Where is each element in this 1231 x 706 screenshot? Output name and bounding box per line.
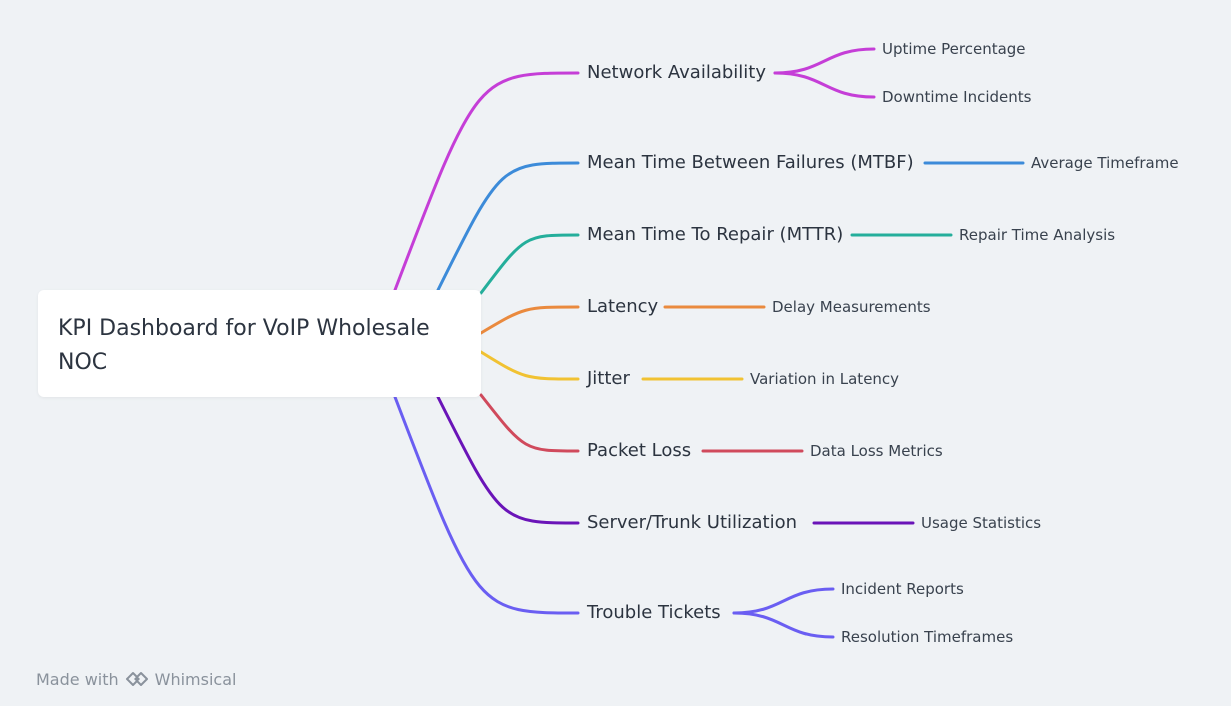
leaf-node[interactable]: Incident Reports [841, 580, 964, 598]
branch-node[interactable]: Server/Trunk Utilization [587, 512, 797, 533]
leaf-node[interactable]: Downtime Incidents [882, 88, 1032, 106]
leaf-node[interactable]: Repair Time Analysis [959, 226, 1116, 244]
branch-connector [479, 305, 580, 335]
branch-connector [479, 350, 580, 381]
branch-connector [393, 395, 580, 615]
leaf-connector [732, 611, 835, 639]
branch-connector [479, 233, 580, 295]
branch-connector [436, 395, 580, 525]
branch-node[interactable]: Packet Loss [587, 440, 692, 461]
branch-connector [479, 393, 580, 453]
leaf-node[interactable]: Average Timeframe [1031, 154, 1179, 172]
made-with-whimsical[interactable]: Made with Whimsical [36, 668, 236, 690]
leaf-node[interactable]: Usage Statistics [921, 514, 1042, 532]
leaf-node[interactable]: Delay Measurements [772, 298, 931, 316]
branch-connector [436, 161, 580, 292]
leaf-connector [773, 71, 876, 99]
whimsical-logo-icon [125, 670, 149, 688]
leaf-node[interactable]: Data Loss Metrics [810, 442, 943, 460]
whimsical-brand-text: Whimsical [154, 669, 237, 689]
branch-node[interactable]: Jitter [587, 368, 630, 389]
leaf-node[interactable]: Variation in Latency [750, 370, 900, 388]
branch-node[interactable]: Mean Time To Repair (MTTR) [587, 224, 844, 245]
leaf-connector [732, 587, 835, 615]
branch-node[interactable]: Mean Time Between Failures (MTBF) [587, 152, 914, 173]
leaf-connector [773, 47, 876, 75]
branch-node[interactable]: Network Availability [587, 62, 766, 83]
leaf-node[interactable]: Resolution Timeframes [841, 628, 1014, 646]
made-with-text: Made with [36, 669, 119, 689]
root-title: KPI Dashboard for VoIP Wholesale NOC [58, 316, 430, 375]
branch-connector [393, 71, 580, 292]
root-node[interactable]: KPI Dashboard for VoIP Wholesale NOC [38, 290, 481, 397]
branch-node[interactable]: Latency [587, 296, 659, 317]
branch-node[interactable]: Trouble Tickets [587, 602, 721, 623]
leaf-node[interactable]: Uptime Percentage [882, 40, 1026, 58]
